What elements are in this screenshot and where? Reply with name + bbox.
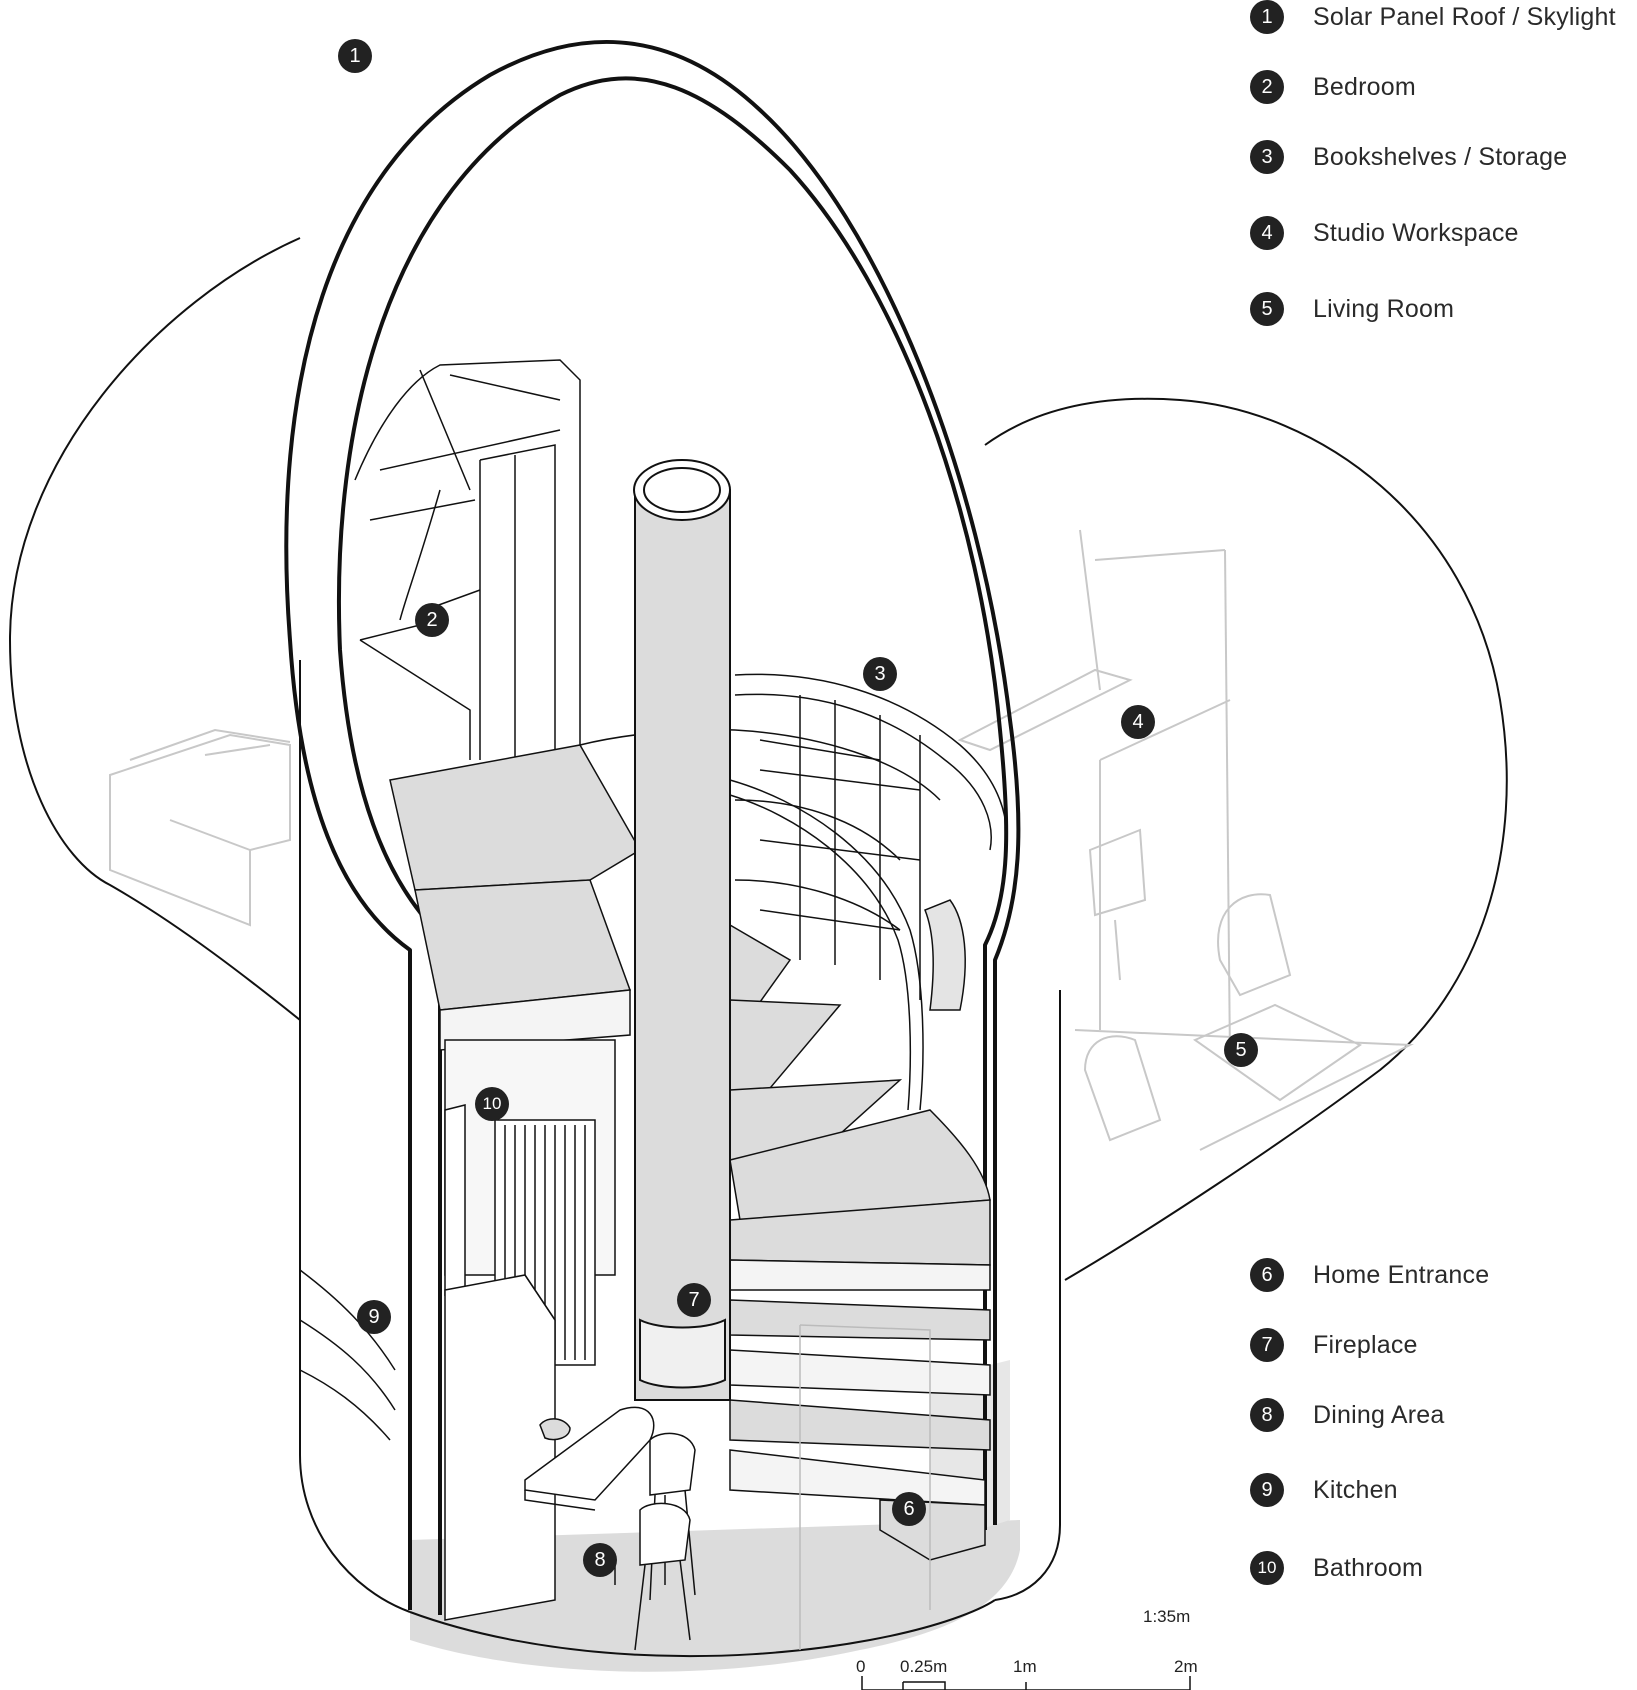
dining-kitchen (444, 1274, 696, 1651)
legend-label: Studio Workspace (1313, 218, 1519, 247)
ghost-bed (109, 728, 291, 927)
legend-badge: 9 (1250, 1473, 1284, 1507)
bookshelf-ring (579, 673, 1007, 1111)
callout-10: 10 (475, 1087, 509, 1121)
legend-item-4: 4 Studio Workspace (1250, 213, 1519, 253)
legend-item-6: 6 Home Entrance (1250, 1255, 1489, 1295)
legend-label: Living Room (1313, 294, 1455, 323)
callout-7: 7 (677, 1283, 711, 1317)
callout-4: 4 (1121, 705, 1155, 739)
legend-item-2: 2 Bedroom (1250, 67, 1416, 107)
legend-badge: 10 (1250, 1551, 1284, 1585)
legend-item-1: 1 Solar Panel Roof / Skylight (1250, 0, 1616, 37)
entrance-door (799, 1324, 931, 1650)
legend-item-5: 5 Living Room (1250, 289, 1454, 329)
scale-tick-0: 0 (856, 1657, 866, 1676)
main-shell (284, 40, 1061, 1658)
floor-area (410, 1360, 1020, 1672)
fireplace-column (633, 459, 731, 1401)
mezzanine-floors (389, 744, 966, 1051)
legend-badge: 3 (1250, 140, 1284, 174)
callout-3: 3 (863, 657, 897, 691)
legend-item-10: 10 Bathroom (1250, 1548, 1423, 1588)
scale-tick-025: 0.25m (900, 1657, 948, 1676)
bathroom (444, 1039, 616, 1366)
legend-label: Bookshelves / Storage (1313, 142, 1568, 171)
legend-label: Fireplace (1313, 1330, 1418, 1359)
bedroom-frames (354, 359, 581, 791)
legend-label: Dining Area (1313, 1400, 1445, 1429)
legend-label: Solar Panel Roof / Skylight (1313, 2, 1616, 31)
callout-1: 1 (338, 39, 372, 73)
legend-badge: 8 (1250, 1398, 1284, 1432)
legend-badge: 1 (1250, 0, 1284, 34)
legend-badge: 7 (1250, 1328, 1284, 1362)
legend-item-9: 9 Kitchen (1250, 1470, 1398, 1510)
callout-6: 6 (892, 1492, 926, 1526)
scale-tick-2: 2m (1174, 1657, 1198, 1676)
legend-badge: 2 (1250, 70, 1284, 104)
callout-5: 5 (1224, 1033, 1258, 1067)
callout-2: 2 (415, 603, 449, 637)
scale-ratio: 1:35m (1143, 1607, 1191, 1626)
scale-tick-1: 1m (1013, 1657, 1037, 1676)
ghost-studio (957, 529, 1414, 1151)
legend-label: Bathroom (1313, 1553, 1423, 1582)
legend-badge: 6 (1250, 1258, 1284, 1292)
legend-label: Kitchen (1313, 1475, 1398, 1504)
legend-label: Home Entrance (1313, 1260, 1490, 1289)
legend-item-7: 7 Fireplace (1250, 1325, 1418, 1365)
legend-label: Bedroom (1313, 72, 1416, 101)
legend-item-3: 3 Bookshelves / Storage (1250, 137, 1567, 177)
outer-shell (8, 237, 1508, 1281)
legend-badge: 4 (1250, 216, 1284, 250)
legend-item-8: 8 Dining Area (1250, 1395, 1444, 1435)
scale-bar (861, 1676, 1191, 1690)
callout-8: 8 (583, 1543, 617, 1577)
legend-badge: 5 (1250, 292, 1284, 326)
callout-9: 9 (357, 1300, 391, 1334)
